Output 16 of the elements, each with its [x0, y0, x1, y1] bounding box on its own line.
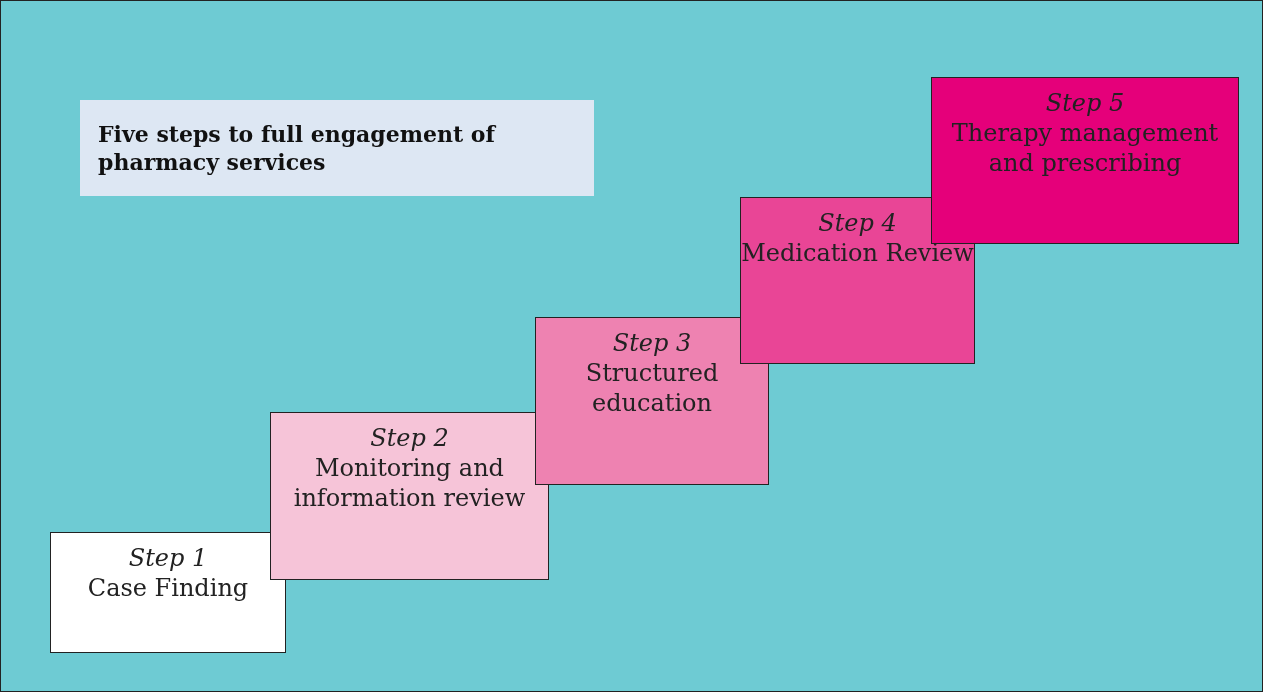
step-heading: Step 5	[1045, 88, 1125, 118]
step-box	[50, 532, 286, 653]
step-heading: Step 1	[128, 543, 208, 573]
step-heading: Step 2	[370, 423, 449, 453]
step-label: Therapy management and prescribing	[950, 118, 1220, 178]
title-text: Five steps to full engagement of pharmacy services	[80, 100, 594, 196]
step-label: Case Finding	[87, 573, 249, 603]
step-heading: Step 3	[612, 328, 692, 358]
step-label: Monitoring and information review	[292, 453, 527, 513]
step-label: Medication Review	[741, 238, 974, 268]
step-box	[270, 412, 549, 580]
step-label: Structured education	[584, 358, 720, 418]
step-heading: Step 4	[818, 208, 897, 238]
step-box	[931, 77, 1239, 244]
step-box	[740, 197, 975, 364]
step-box	[535, 317, 769, 485]
